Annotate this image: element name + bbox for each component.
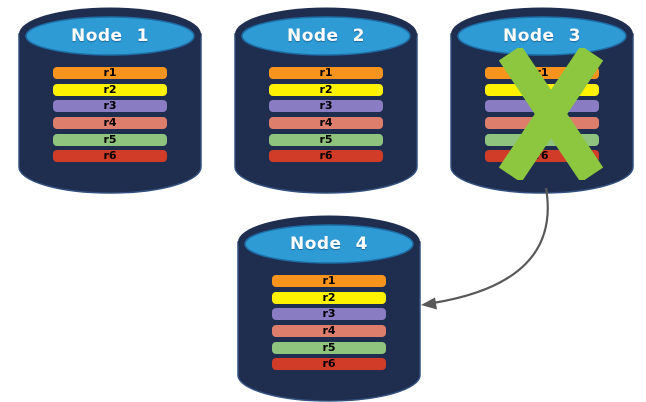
partition-bar: r1	[53, 67, 167, 79]
node-title: Node 1	[70, 26, 149, 46]
partition-bar: r6	[272, 357, 386, 371]
partition-list: r1 r2 r3 r4 r5 r6	[272, 275, 386, 371]
partition-list: r1 r2 r3 r4 r5 r6	[269, 67, 383, 163]
partition-label: r3	[322, 307, 336, 321]
partition-bar: r2	[269, 82, 383, 96]
partition-bar: r3	[269, 99, 383, 113]
arrowhead-icon	[421, 297, 437, 310]
x-mark-icon	[498, 48, 604, 180]
partition-label: r1	[103, 66, 117, 79]
partition-label: r6	[103, 149, 117, 163]
partition-bar: r2	[272, 290, 386, 304]
partition-bar: r4	[53, 116, 167, 130]
partition-label: r2	[103, 82, 117, 96]
partition-bar: r3	[53, 99, 167, 113]
partition-bar: r5	[53, 132, 167, 146]
partition-label: r2	[322, 290, 336, 304]
partition-bar: r2	[53, 82, 167, 96]
partition-label: r4	[322, 324, 336, 338]
partition-label: r5	[103, 132, 117, 146]
cylinder-top	[241, 16, 411, 56]
node-title: Node 4	[289, 234, 368, 254]
node-title: Node 3	[502, 26, 581, 46]
partition-bar: r4	[269, 116, 383, 130]
partition-bar: r3	[272, 307, 386, 321]
partition-label: r4	[103, 116, 117, 130]
partition-label: r1	[319, 66, 333, 79]
arrow-curve	[432, 187, 549, 305]
partition-label: r5	[319, 132, 333, 146]
partition-bar: r5	[272, 340, 386, 354]
partition-bar: r1	[272, 275, 386, 287]
partition-label: r4	[319, 116, 333, 130]
partition-label: r6	[322, 357, 336, 371]
partition-label: r3	[103, 99, 117, 113]
partition-bar: r6	[269, 149, 383, 163]
cylinder-top	[25, 16, 195, 56]
partition-bar: r4	[272, 324, 386, 338]
node-3: Node 3 r1 r2 r3 r4 r5 r6	[450, 7, 634, 194]
partition-bar: r5	[269, 132, 383, 146]
node-title: Node 2	[286, 26, 365, 46]
partition-label: r3	[319, 99, 333, 113]
node-4: Node 4 r1 r2 r3 r4 r5 r6	[237, 215, 421, 402]
partition-bar: r6	[53, 149, 167, 163]
cylinder-top	[244, 224, 414, 264]
partition-bar: r1	[269, 67, 383, 79]
partition-label: r5	[322, 340, 336, 354]
partition-label: r1	[322, 274, 336, 287]
node-1: Node 1 r1 r2 r3 r4 r5 r6	[18, 7, 202, 194]
cylinder-top	[457, 16, 627, 56]
partition-label: r2	[319, 82, 333, 96]
partition-list: r1 r2 r3 r4 r5 r6	[53, 67, 167, 163]
partition-label: r6	[319, 149, 333, 163]
node-2: Node 2 r1 r2 r3 r4 r5 r6	[234, 7, 418, 194]
